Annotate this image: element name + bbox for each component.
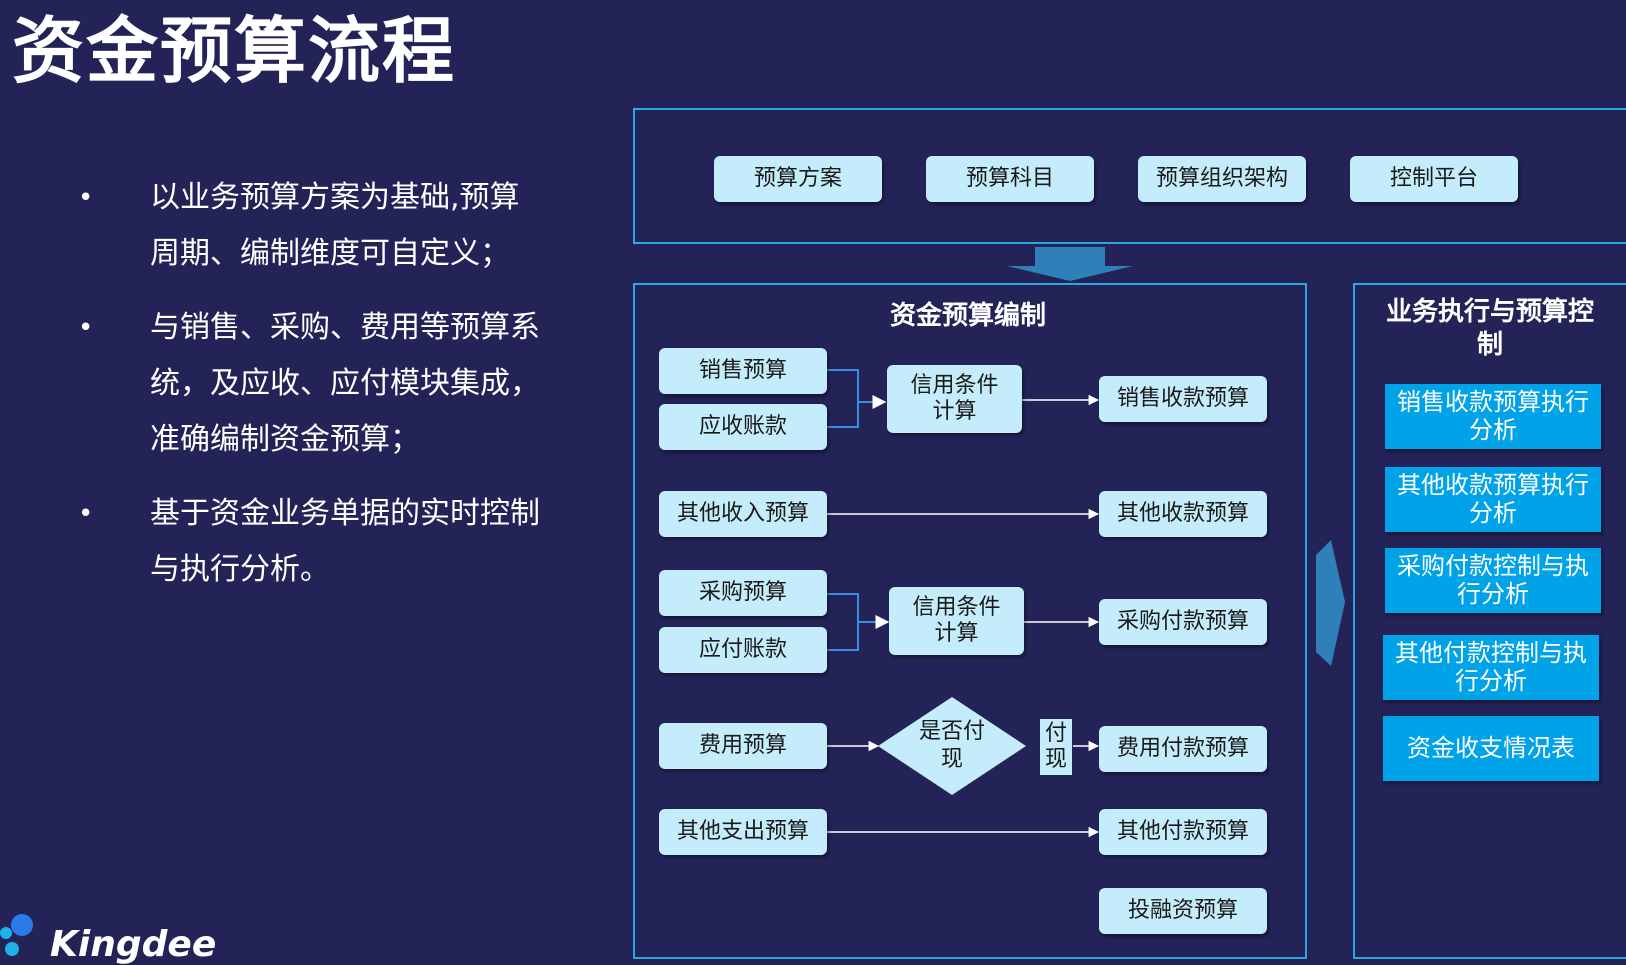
bullet-dot: • — [78, 313, 94, 343]
down-arrow-icon — [1007, 247, 1133, 281]
budget-org-box: 预算组织架构 — [1138, 156, 1306, 202]
purchase-payment-analysis-box: 采购付款控制与执行分析 — [1385, 548, 1601, 613]
other-receipt-budget-box: 其他收款预算 — [1099, 491, 1267, 537]
control-platform-box: 控制平台 — [1350, 156, 1518, 202]
expense-payment-budget-box: 费用付款预算 — [1099, 726, 1267, 772]
sales-receipt-budget-box: 销售收款预算 — [1099, 376, 1267, 422]
execution-control-panel — [1353, 283, 1626, 959]
bullet-text: 以业务预算方案为基础,预算周期、编制维度可自定义； — [150, 180, 520, 271]
budget-compile-panel — [633, 283, 1307, 959]
connector-sales — [827, 369, 887, 409]
other-payment-budget-box: 其他付款预算 — [1099, 809, 1267, 855]
bullet-dot: • — [78, 499, 94, 529]
bullet-item: • 基于资金业务单据的实时控制与执行分析。 — [70, 486, 540, 598]
connector-payables — [827, 622, 859, 651]
sales-receipt-analysis-box: 销售收款预算执行分析 — [1385, 384, 1601, 449]
kingdee-logo-icon — [0, 914, 33, 956]
credit-calc-box-1: 信用条件计算 — [887, 365, 1022, 433]
cash-flow-report-box: 资金收支情况表 — [1383, 716, 1599, 781]
expense-budget-box: 费用预算 — [659, 723, 827, 769]
kingdee-logo-text: Kingdee — [50, 924, 217, 965]
bullet-text: 与销售、采购、费用等预算系统，及应收、应付模块集成，准确编制资金预算； — [150, 310, 540, 457]
bullet-item: • 以业务预算方案为基础,预算周期、编制维度可自定义； — [70, 170, 540, 282]
other-income-budget-box: 其他收入预算 — [659, 491, 827, 537]
credit-calc-box-2: 信用条件计算 — [889, 587, 1024, 655]
other-payment-analysis-box: 其他付款控制与执行分析 — [1383, 635, 1599, 700]
decision-yes-label: 付现 — [1040, 719, 1072, 775]
bullet-text: 基于资金业务单据的实时控制与执行分析。 — [150, 496, 540, 587]
other-expense-budget-box: 其他支出预算 — [659, 809, 827, 855]
connector-purchase — [827, 593, 890, 629]
connector-receivables — [827, 402, 859, 428]
page-title: 资金预算流程 — [12, 9, 457, 93]
compile-panel-title: 资金预算编制 — [889, 301, 1046, 331]
bullet-dot: • — [78, 183, 94, 213]
right-arrow-icon — [1316, 540, 1345, 666]
bullet-item: • 与销售、采购、费用等预算系统，及应收、应付模块集成，准确编制资金预算； — [70, 300, 540, 468]
sales-budget-box: 销售预算 — [659, 348, 827, 394]
control-panel-title: 业务执行与预算控制 — [1385, 297, 1594, 360]
receivables-box: 应收账款 — [659, 404, 827, 450]
purchase-budget-box: 采购预算 — [659, 570, 827, 616]
decision-label: 是否付现 — [918, 719, 985, 772]
budget-scheme-box: 预算方案 — [714, 156, 882, 202]
investment-financing-budget-box: 投融资预算 — [1099, 888, 1267, 934]
top-config-panel — [633, 108, 1626, 244]
budget-subject-box: 预算科目 — [926, 156, 1094, 202]
decision-diamond — [878, 697, 1026, 795]
bullet-list: • 以业务预算方案为基础,预算周期、编制维度可自定义； • 与销售、采购、费用等… — [70, 170, 540, 616]
other-receipt-analysis-box: 其他收款预算执行分析 — [1385, 467, 1601, 532]
payables-box: 应付账款 — [659, 627, 827, 673]
purchase-payment-budget-box: 采购付款预算 — [1099, 599, 1267, 645]
